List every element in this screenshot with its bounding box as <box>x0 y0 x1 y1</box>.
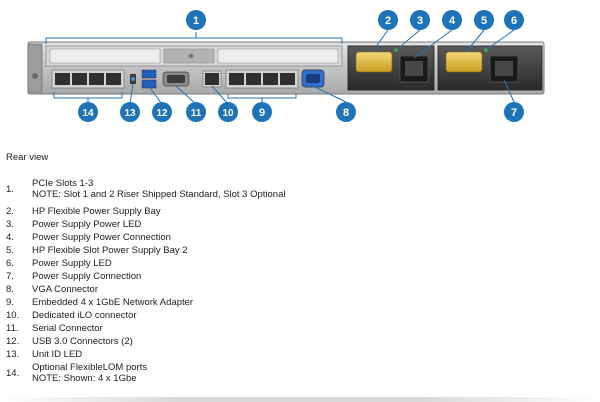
callout-4: 4 <box>442 10 462 30</box>
callout-9: 9 <box>252 102 272 122</box>
callout-circle <box>186 10 206 30</box>
callout-number: 6 <box>511 15 517 27</box>
callout-circle <box>410 10 430 30</box>
legend-text: Power Supply Power Connection <box>32 232 171 243</box>
legend-text: HP Flexible Power Supply Bay <box>32 206 161 217</box>
legend-text: Power Supply LED <box>32 258 112 269</box>
serial-connector <box>162 71 190 87</box>
callout-7: 7 <box>504 102 524 122</box>
callout-circle <box>504 102 524 122</box>
legend-number: 9. <box>6 297 14 308</box>
callout-number: 13 <box>124 108 136 119</box>
callout-8: 8 <box>336 102 356 122</box>
callout-number: 5 <box>481 15 487 27</box>
legend-number: 14. <box>6 368 20 379</box>
legend-note: NOTE: Shown: 4 x 1Gbe <box>32 373 137 384</box>
legend-number: 2. <box>6 206 14 217</box>
figure-caption: Rear view <box>6 152 49 163</box>
legend-number: 4. <box>6 232 14 243</box>
callout-2: 2 <box>378 10 398 30</box>
callout-number: 7 <box>511 107 517 119</box>
callout-number: 1 <box>193 15 199 27</box>
callout-13: 13 <box>120 102 140 122</box>
callout-number: 8 <box>343 107 349 119</box>
legend-number: 7. <box>6 271 14 282</box>
callout-6: 6 <box>504 10 524 30</box>
legend-number: 6. <box>6 258 14 269</box>
callout-11: 11 <box>186 102 206 122</box>
callout-14: 14 <box>78 102 98 122</box>
legend-text: Serial Connector <box>32 323 103 334</box>
vga-connector <box>301 69 325 88</box>
legend-number: 10. <box>6 310 20 321</box>
legend-text: Embedded 4 x 1GbE Network Adapter <box>32 297 194 308</box>
callout-circle <box>218 102 238 122</box>
legend-text: USB 3.0 Connectors (2) <box>32 336 133 347</box>
legend-text: Power Supply Connection <box>32 271 142 282</box>
callout-number: 11 <box>191 108 202 119</box>
callout-number: 12 <box>156 108 168 119</box>
legend-text: Unit ID LED <box>32 349 83 360</box>
legend-text: Dedicated iLO connector <box>32 310 137 321</box>
callout-circle <box>78 102 98 122</box>
legend-number: 3. <box>6 219 14 230</box>
legend-number: 5. <box>6 245 14 256</box>
usb-connectors <box>141 69 157 89</box>
callout-10: 10 <box>218 102 238 122</box>
legend-number: 11. <box>6 323 19 334</box>
unit-id-led <box>130 74 136 84</box>
callout-5: 5 <box>474 10 494 30</box>
callout-circle <box>120 102 140 122</box>
embedded-network-ports <box>225 69 299 89</box>
legend-text: HP Flexible Slot Power Supply Bay 2 <box>32 245 188 256</box>
legend-text: Power Supply Power LED <box>32 219 142 230</box>
callout-circle <box>474 10 494 30</box>
callout-number: 3 <box>417 15 423 27</box>
legend-text: PCIe Slots 1-3 <box>32 178 94 189</box>
callout-number: 10 <box>222 108 234 119</box>
callout-3: 3 <box>410 10 430 30</box>
power-supply-bay-1 <box>347 45 435 91</box>
legend-number: 12. <box>6 336 20 347</box>
ilo-connector <box>202 70 222 88</box>
callout-number: 4 <box>449 15 456 27</box>
callout-circle <box>336 102 356 122</box>
callout-1: 1 <box>186 10 206 30</box>
legend-number: 13. <box>6 349 20 360</box>
bottom-bar <box>0 397 600 402</box>
callout-circle <box>186 102 206 122</box>
callout-circle <box>442 10 462 30</box>
callout-circle <box>252 102 272 122</box>
callout-12: 12 <box>152 102 172 122</box>
callout-circle <box>152 102 172 122</box>
callout-circle <box>378 10 398 30</box>
pcie-slots-area <box>45 45 343 67</box>
power-supply-bay-2 <box>437 45 543 91</box>
legend-number: 1. <box>6 184 14 195</box>
legend-text: VGA Connector <box>32 284 99 295</box>
flexiblelom-ports <box>51 69 125 89</box>
legend-number: 8. <box>6 284 14 295</box>
legend-text: Optional FlexibleLOM ports <box>32 362 148 373</box>
callout-number: 2 <box>385 15 391 27</box>
legend-note: NOTE: Slot 1 and 2 Riser Shipped Standar… <box>32 189 286 200</box>
callout-circle <box>504 10 524 30</box>
callout-number: 9 <box>259 107 265 119</box>
callout-number: 14 <box>82 108 94 119</box>
